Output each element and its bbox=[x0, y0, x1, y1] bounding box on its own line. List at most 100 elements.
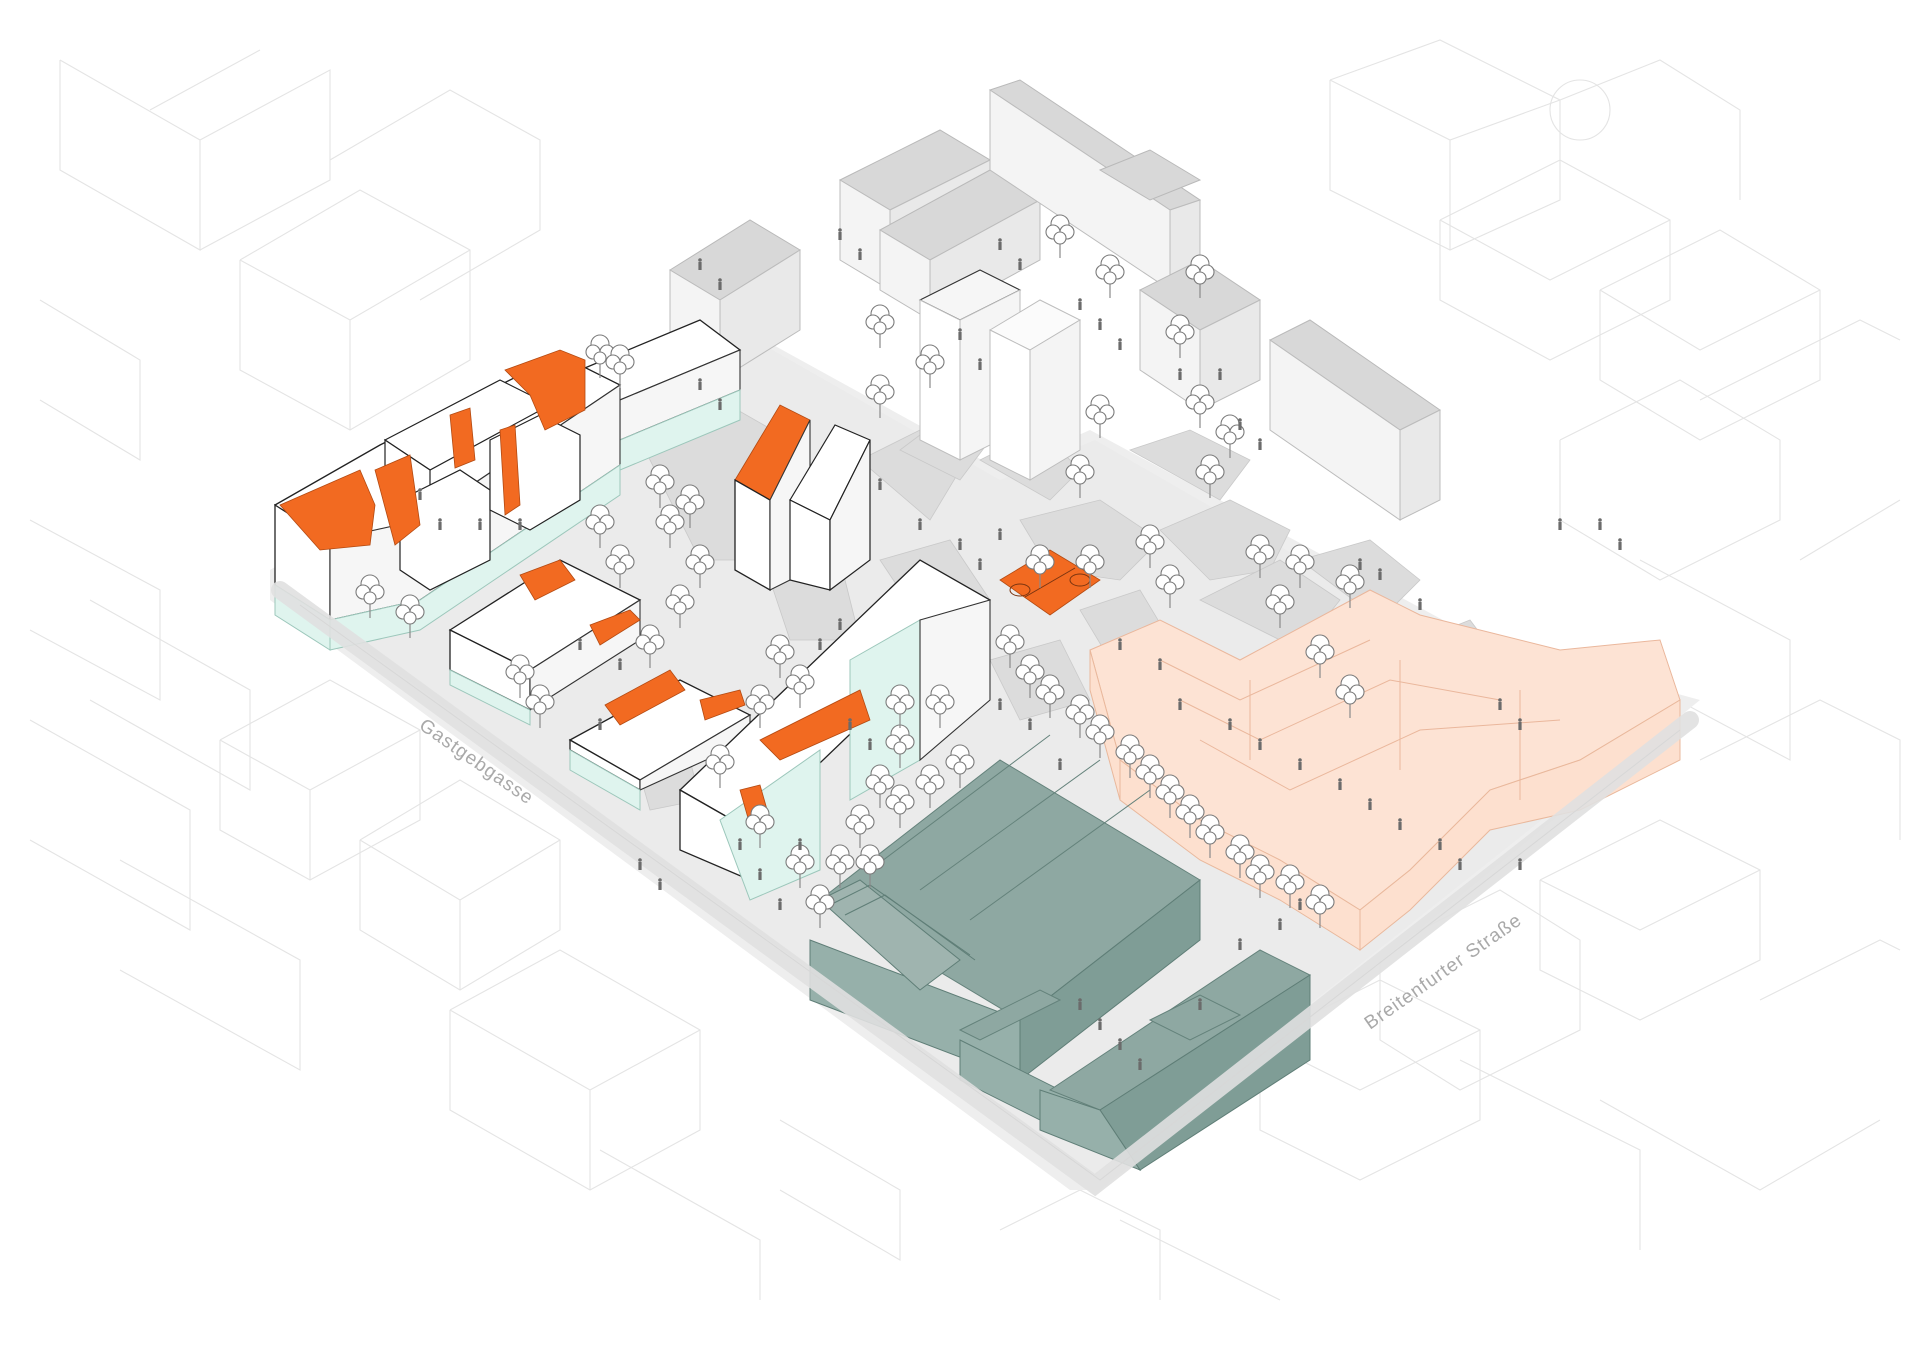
site-ground bbox=[270, 310, 1700, 1190]
tree-icon bbox=[745, 804, 775, 848]
person-icon bbox=[1198, 998, 1202, 1010]
tree-icon bbox=[1095, 254, 1125, 298]
person-icon bbox=[878, 478, 882, 490]
person-icon bbox=[1058, 758, 1062, 770]
person-icon bbox=[1238, 938, 1242, 950]
person-icon bbox=[958, 328, 962, 340]
tree-icon bbox=[1115, 734, 1145, 778]
person-icon bbox=[978, 558, 982, 570]
person-icon bbox=[1618, 538, 1622, 550]
person-icon bbox=[518, 518, 522, 530]
tree-icon bbox=[925, 684, 955, 728]
person-icon bbox=[1518, 858, 1522, 870]
person-icon bbox=[1028, 718, 1032, 730]
tree-icon bbox=[1155, 564, 1185, 608]
new-building-block-c bbox=[448, 559, 642, 726]
tree-icon bbox=[505, 654, 535, 698]
tree-icon bbox=[865, 304, 895, 348]
tree-icon bbox=[655, 504, 685, 548]
person-icon bbox=[838, 228, 842, 240]
orange-tower bbox=[734, 404, 871, 592]
person-icon bbox=[1118, 638, 1122, 650]
person-icon bbox=[658, 878, 662, 890]
tree-icon bbox=[1075, 544, 1105, 588]
person-icon bbox=[1338, 778, 1342, 790]
tree-icon bbox=[1195, 454, 1225, 498]
tree-icon bbox=[1025, 544, 1055, 588]
tree-icon bbox=[855, 844, 885, 888]
tree-icon bbox=[1065, 454, 1095, 498]
person-icon bbox=[578, 638, 582, 650]
tree-icon bbox=[805, 884, 835, 928]
tree-icon bbox=[1065, 694, 1095, 738]
person-icon bbox=[998, 238, 1002, 250]
person-icon bbox=[718, 278, 722, 290]
tree-icon bbox=[1305, 634, 1335, 678]
tree-icon bbox=[1035, 674, 1065, 718]
person-icon bbox=[848, 718, 852, 730]
tree-icon bbox=[1185, 254, 1215, 298]
person-icon bbox=[978, 358, 982, 370]
tree-icon bbox=[605, 544, 635, 588]
tree-icon bbox=[1265, 584, 1295, 628]
tree-icon bbox=[1195, 814, 1225, 858]
tree-icon bbox=[355, 574, 385, 618]
tree-icon bbox=[865, 764, 895, 808]
person-icon bbox=[638, 858, 642, 870]
tree-icon bbox=[915, 764, 945, 808]
tree-icon bbox=[785, 844, 815, 888]
person-icon bbox=[618, 658, 622, 670]
tree-icon bbox=[845, 804, 875, 848]
person-icon bbox=[1158, 658, 1162, 670]
white-towers bbox=[918, 269, 1082, 481]
tree-icon bbox=[525, 684, 555, 728]
tree-icon bbox=[1225, 834, 1255, 878]
tree-icon bbox=[635, 624, 665, 668]
person-icon bbox=[1238, 418, 1242, 430]
tree-icon bbox=[1185, 384, 1215, 428]
person-icon bbox=[738, 838, 742, 850]
person-icon bbox=[1418, 598, 1422, 610]
trees bbox=[355, 214, 1365, 928]
person-icon bbox=[868, 738, 872, 750]
person-icon bbox=[1138, 1058, 1142, 1070]
people-figures bbox=[418, 228, 1622, 1070]
tree-icon bbox=[605, 344, 635, 388]
tree-icon bbox=[675, 484, 705, 528]
tree-icon bbox=[1085, 394, 1115, 438]
tree-icon bbox=[1165, 314, 1195, 358]
person-icon bbox=[438, 518, 442, 530]
person-icon bbox=[598, 718, 602, 730]
person-icon bbox=[818, 638, 822, 650]
tree-icon bbox=[705, 744, 735, 788]
person-icon bbox=[1278, 918, 1282, 930]
person-icon bbox=[798, 838, 802, 850]
person-icon bbox=[1258, 438, 1262, 450]
tree-icon bbox=[1015, 654, 1045, 698]
tree-icon bbox=[1335, 674, 1365, 718]
person-icon bbox=[1078, 298, 1082, 310]
tree-icon bbox=[685, 544, 715, 588]
person-icon bbox=[1258, 738, 1262, 750]
tree-icon bbox=[1305, 884, 1335, 928]
tree-icon bbox=[945, 744, 975, 788]
person-icon bbox=[858, 248, 862, 260]
tree-icon bbox=[1335, 564, 1365, 608]
tree-icon bbox=[1215, 414, 1245, 458]
tree-icon bbox=[1285, 544, 1315, 588]
person-icon bbox=[1178, 698, 1182, 710]
tree-icon bbox=[1245, 534, 1275, 578]
person-icon bbox=[838, 618, 842, 630]
person-icon bbox=[1498, 698, 1502, 710]
tree-icon bbox=[1275, 864, 1305, 908]
tree-icon bbox=[885, 724, 915, 768]
tree-icon bbox=[745, 684, 775, 728]
person-icon bbox=[1358, 558, 1362, 570]
tree-icon bbox=[865, 374, 895, 418]
person-icon bbox=[1368, 798, 1372, 810]
new-building-block-b bbox=[273, 349, 622, 651]
person-icon bbox=[998, 528, 1002, 540]
person-icon bbox=[1398, 818, 1402, 830]
person-icon bbox=[418, 488, 422, 500]
